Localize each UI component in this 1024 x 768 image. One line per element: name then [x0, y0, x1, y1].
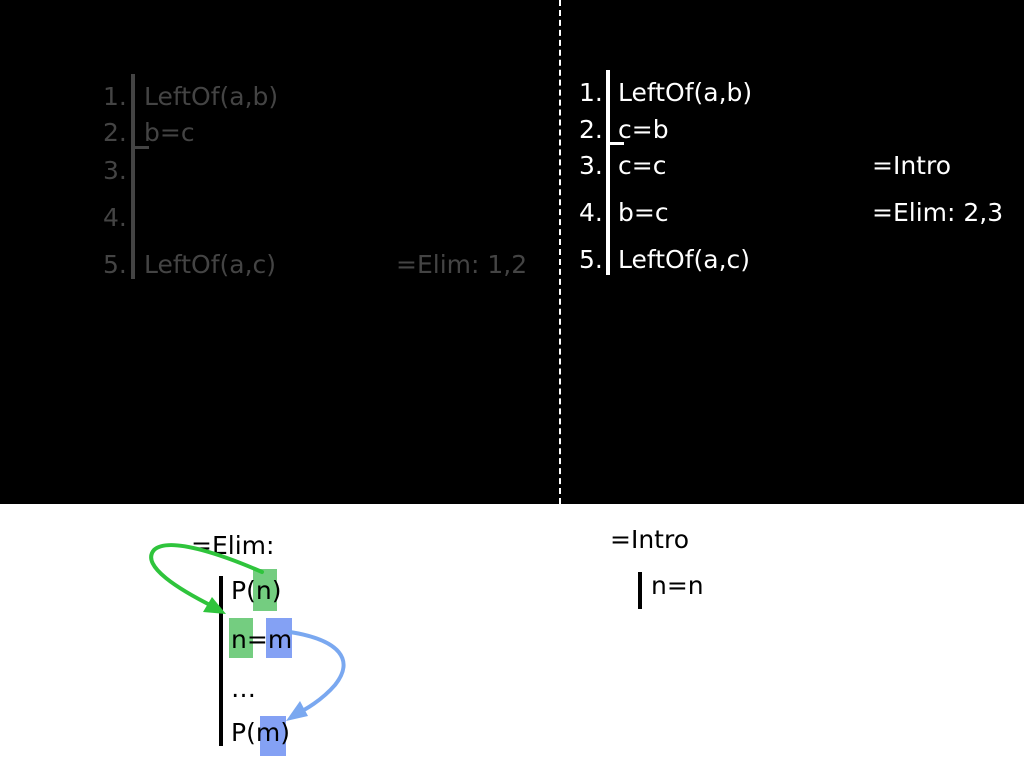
left-proof-scope-line [131, 74, 135, 279]
blue-arrowhead [286, 701, 308, 721]
elim-ellipsis: … [231, 674, 256, 703]
right-line-number: 3. [579, 151, 603, 180]
left-line-number: 3. [103, 156, 127, 185]
right-line-rule: =Elim: 2,3 [872, 198, 1004, 227]
intro-rule-title: =Intro [610, 525, 689, 554]
right-line-formula: LeftOf(a,c) [618, 245, 751, 274]
left-line-formula: LeftOf(a,b) [144, 82, 279, 111]
left-line-number: 5. [103, 250, 127, 279]
right-line-formula: LeftOf(a,b) [618, 78, 753, 107]
right-line-number: 4. [579, 198, 603, 227]
right-line-formula: c=c [618, 151, 667, 180]
elim-premise-1: P(n) [231, 576, 282, 605]
green-highlight [229, 618, 253, 658]
left-line-formula: b=c [144, 118, 195, 147]
elim-outer-scope-line [219, 576, 223, 746]
right-line-formula: c=b [618, 115, 669, 144]
green-arrow [149, 543, 264, 609]
left-line-number: 2. [103, 118, 127, 147]
left-line-number: 4. [103, 203, 127, 232]
right-line-rule: =Intro [872, 151, 951, 180]
green-arrowhead [203, 597, 226, 614]
elim-rule-title: =Elim: [191, 531, 275, 560]
left-proof-assumption-line [133, 146, 149, 149]
elim-conclusion: P(m) [231, 718, 290, 747]
blue-highlight [266, 618, 292, 658]
elim-premise-2: n=m [231, 625, 293, 654]
right-line-formula: b=c [618, 198, 669, 227]
right-line-number: 5. [579, 245, 603, 274]
left-line-rule: =Elim: 1,2 [396, 250, 528, 279]
left-line-formula: LeftOf(a,c) [144, 250, 277, 279]
right-proof-scope-line [606, 70, 610, 275]
left-line-number: 1. [103, 82, 127, 111]
panel-divider [559, 0, 561, 504]
dark-panel [0, 0, 1024, 504]
right-proof-assumption-line [608, 142, 624, 145]
intro-formula: n=n [651, 571, 704, 600]
blue-highlight [260, 716, 286, 756]
right-line-number: 1. [579, 78, 603, 107]
intro-scope-line [638, 572, 642, 609]
blue-arrow [288, 630, 346, 716]
right-line-number: 2. [579, 115, 603, 144]
green-highlight [253, 569, 277, 611]
